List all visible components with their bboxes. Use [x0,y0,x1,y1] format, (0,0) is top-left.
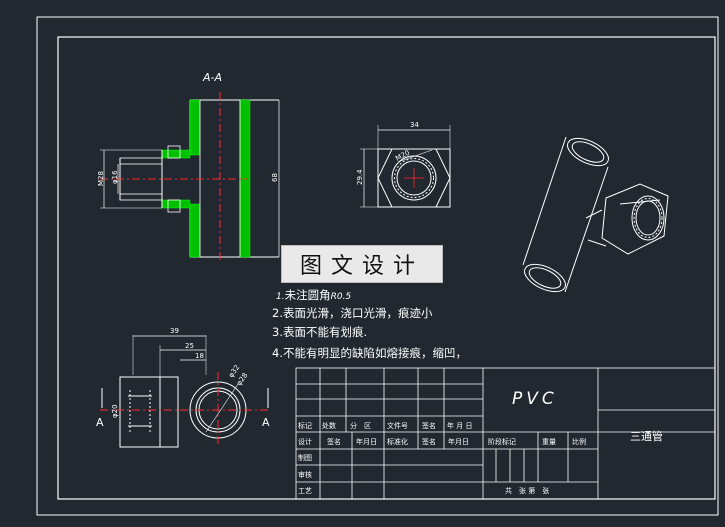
tb-r1-c4: 文件号 [387,421,408,430]
tb-r2-c3: 年月日 [356,437,377,446]
tb-r2-c1: 设计 [298,437,312,446]
side-view: 39 25 18 φ28 φ32 φ20 A A [96,327,270,448]
top-view: 34 29.4 M20 [356,121,451,208]
svg-text:4.不能有明显的缺陷如熔接痕，缩凹，: 4.不能有明显的缺陷如熔接痕，缩凹， [272,346,467,360]
side-body [119,376,161,448]
note-2: 表面光滑，浇口光滑，痕迹小 [283,306,433,320]
dim-height: 68 [271,173,279,182]
tb-r3: 制图 [298,453,312,462]
section-label: A-A [202,71,222,84]
svg-text:1.未注圆角R0.5: 1.未注圆角R0.5 [276,288,351,302]
thread-circle-outer [391,155,437,201]
tb-r1-c6: 年 月 日 [447,421,472,430]
section-view: A-A M28 φ16 68 [97,71,280,262]
tb-r1-c2: 处数 [322,421,336,430]
dim-bore: φ16 [111,170,119,184]
cut-label-right: A [262,416,270,429]
iso-view [522,136,669,293]
note-1-num: 1. [276,292,285,302]
tb-sheets: 共 张 第 张 [505,486,549,495]
svg-text:2.表面光滑，浇口光滑，痕迹小: 2.表面光滑，浇口光滑，痕迹小 [272,306,433,320]
tb-r1-c3: 分 区 [350,421,371,430]
note-3-num: 3. [272,325,283,339]
svg-text:3.表面不能有划痕.: 3.表面不能有划痕. [272,325,367,339]
dim-25: 25 [185,342,194,350]
tb-r5: 工艺 [298,487,312,495]
note-2-num: 2. [272,306,283,320]
section-hatch-left [189,99,201,156]
note-4-num: 4. [272,346,283,360]
note-4: 不能有明显的缺陷如熔接痕，缩凹， [283,346,467,360]
title-block [295,367,716,500]
title-block-text: 标记 处数 分 区 文件号 签名 年 月 日 设计 签名 年月日 标准化 签名 … [298,389,663,495]
dim-across-flats: 29.4 [356,169,364,185]
tb-r2-c2: 签名 [327,437,341,446]
note-3: 表面不能有划痕. [283,325,367,339]
tb-r2-c6: 年月日 [448,437,469,446]
outer-border [36,16,719,516]
tb-r1-c1: 标记 [298,421,312,430]
dim-dia20: φ20 [111,404,119,418]
tb-scale: 比例 [572,437,586,446]
tb-r1-c5: 签名 [422,421,436,430]
dim-outer-dia: M28 [97,171,105,186]
note-1-extra: R0.5 [331,292,352,302]
tb-part-name: 三通管 [630,429,663,443]
tech-notes: 1.未注圆角R0.5 2.表面光滑，浇口光滑，痕迹小 3.表面不能有划痕. 4.… [272,288,467,360]
tb-material: PVC [512,389,558,409]
dim-width: 34 [410,121,419,129]
dim-18: 18 [195,352,204,360]
tb-r2-c5: 签名 [422,437,436,446]
tb-r4: 审核 [298,470,312,479]
tb-weight: 重量 [542,438,556,446]
tb-stage: 阶段标记 [488,437,516,446]
cut-label-left: A [96,416,104,429]
watermark: 图文设计 [281,245,443,283]
dim-39: 39 [170,327,179,335]
tb-r2-c4: 标准化 [387,437,408,446]
note-1: 未注圆角 [285,288,331,302]
